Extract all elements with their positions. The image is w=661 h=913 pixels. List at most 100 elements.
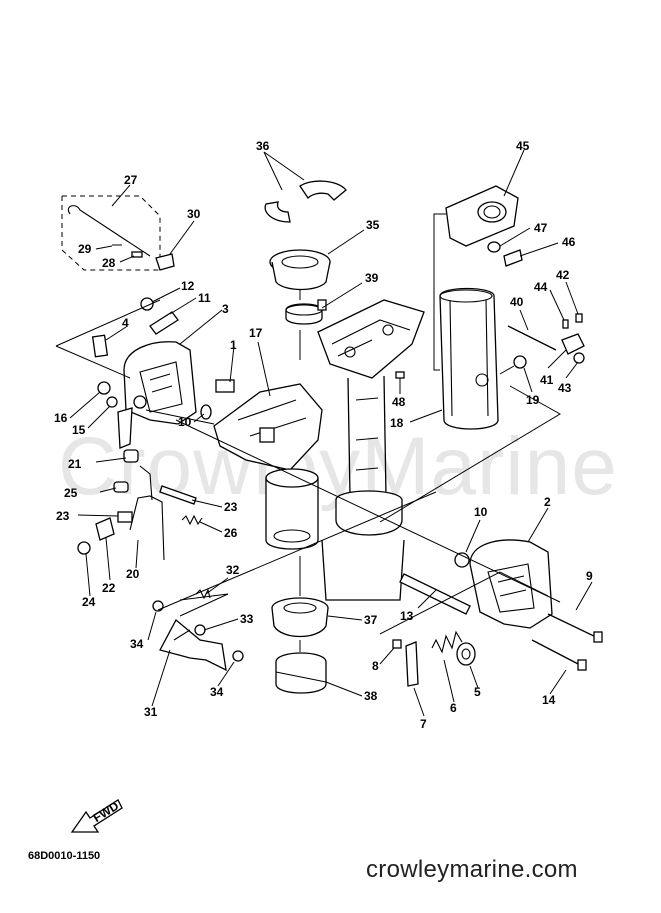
callout-9: 9 xyxy=(586,569,593,583)
part-13-tilt-shaft[interactable] xyxy=(399,573,471,615)
callout-43: 43 xyxy=(558,381,572,395)
part-20-tilt-rod[interactable] xyxy=(129,465,165,561)
part-42-bolt[interactable] xyxy=(575,313,583,323)
callout-2: 2 xyxy=(544,495,551,509)
part-4-label[interactable] xyxy=(91,334,109,358)
part-swivel-tube[interactable] xyxy=(265,468,319,550)
callout-46: 46 xyxy=(562,235,576,249)
callout-10-left: 10 xyxy=(178,415,192,429)
callout-41: 41 xyxy=(540,373,554,387)
part-38-seal[interactable] xyxy=(275,652,327,694)
callout-18: 18 xyxy=(390,416,404,430)
part-10-washer-left[interactable] xyxy=(200,404,212,420)
callout-12: 12 xyxy=(181,279,195,293)
callout-22: 22 xyxy=(102,581,116,595)
callout-47: 47 xyxy=(534,221,548,235)
callout-38: 38 xyxy=(364,689,378,703)
part-23-pin-top[interactable] xyxy=(159,485,197,505)
callout-27: 27 xyxy=(124,173,138,187)
part-44-pin[interactable] xyxy=(562,319,569,329)
callout-16: 16 xyxy=(54,411,68,425)
part-33-spring[interactable] xyxy=(194,624,206,636)
part-19-bolt[interactable] xyxy=(499,355,527,375)
callout-44: 44 xyxy=(534,280,548,294)
callout-29: 29 xyxy=(78,242,92,256)
part-27-group[interactable] xyxy=(61,195,161,271)
callout-20: 20 xyxy=(126,567,140,581)
callout-13: 13 xyxy=(400,609,414,623)
callout-24-label: 24 xyxy=(82,595,96,609)
part-8-pin[interactable] xyxy=(392,639,402,649)
callout-39: 39 xyxy=(365,271,379,285)
callout-37: 37 xyxy=(364,613,378,627)
callout-5: 5 xyxy=(474,685,481,699)
callout-labels: 36 35 39 27 30 29 28 12 11 3 4 1 17 16 1… xyxy=(54,139,593,731)
assembly-lines xyxy=(55,149,593,717)
callout-1: 1 xyxy=(230,338,237,352)
part-16-nut[interactable] xyxy=(97,381,111,395)
part-26-spring[interactable] xyxy=(181,514,203,526)
part-41-lever[interactable] xyxy=(561,333,585,355)
part-39-clamp[interactable] xyxy=(285,299,327,325)
part-24-bolt[interactable] xyxy=(77,541,91,555)
callout-15: 15 xyxy=(72,423,86,437)
callout-4: 4 xyxy=(122,316,129,330)
callout-19: 19 xyxy=(526,393,540,407)
callout-42: 42 xyxy=(556,268,570,282)
part-3-bracket[interactable] xyxy=(123,341,197,425)
callout-14: 14 xyxy=(542,693,556,707)
part-5-cap[interactable] xyxy=(456,642,476,666)
part-clamp-handle[interactable] xyxy=(117,407,133,449)
part-37-bushing[interactable] xyxy=(271,597,329,638)
callout-32: 32 xyxy=(226,563,240,577)
callout-7: 7 xyxy=(420,717,427,731)
part-9-bolt[interactable] xyxy=(547,613,603,643)
site-name: crowleymarine.com xyxy=(366,856,578,883)
part-34-bolt-lower[interactable] xyxy=(232,650,244,662)
part-48-pin[interactable] xyxy=(395,371,405,379)
part-1-label[interactable] xyxy=(215,379,235,393)
callout-30: 30 xyxy=(187,207,201,221)
callout-26: 26 xyxy=(224,526,238,540)
part-43-nut[interactable] xyxy=(573,352,585,364)
part-17-swivel-bracket[interactable] xyxy=(213,383,323,471)
part-22-holder[interactable] xyxy=(95,517,115,541)
part-23-pin-bottom[interactable] xyxy=(117,511,133,523)
callout-34-lower: 34 xyxy=(210,685,224,699)
part-40-friction-rod[interactable] xyxy=(507,325,557,351)
diagram-code: 68D0010-1150 xyxy=(28,850,101,862)
callout-34-upper: 34 xyxy=(130,637,144,651)
part-21-cap[interactable] xyxy=(123,449,139,463)
part-35-bushing[interactable] xyxy=(269,249,331,291)
callout-25: 25 xyxy=(64,486,78,500)
part-36-seal[interactable] xyxy=(264,180,347,223)
callout-6: 6 xyxy=(450,701,457,715)
callout-3: 3 xyxy=(222,302,229,316)
part-15-washer[interactable] xyxy=(106,396,118,408)
callout-31: 31 xyxy=(144,705,158,719)
part-30-nipple[interactable] xyxy=(155,253,175,271)
callout-11: 11 xyxy=(198,291,211,305)
callout-33: 33 xyxy=(240,612,254,626)
part-31-tilt-lock[interactable] xyxy=(159,618,227,672)
callout-28: 28 xyxy=(102,256,116,270)
part-10-washer-right[interactable] xyxy=(454,552,470,568)
part-upper-casing[interactable] xyxy=(317,299,425,601)
callout-21: 21 xyxy=(68,457,82,471)
part-45-top-cover[interactable] xyxy=(445,185,519,247)
part-11-plate[interactable] xyxy=(149,311,179,335)
callout-23-right: 23 xyxy=(224,500,238,514)
callout-23-left: 23 xyxy=(56,509,70,523)
part-25-spring[interactable] xyxy=(113,481,129,493)
part-46-bolt[interactable] xyxy=(503,249,523,267)
callout-10-right: 10 xyxy=(474,505,488,519)
part-2-bracket[interactable] xyxy=(469,539,553,629)
part-47-washer[interactable] xyxy=(487,241,501,253)
part-14-bolt[interactable] xyxy=(531,639,587,671)
part-18-swivel-housing[interactable] xyxy=(439,287,499,430)
part-6-spring[interactable] xyxy=(431,630,463,654)
part-7-link[interactable] xyxy=(405,641,419,687)
callout-45: 45 xyxy=(516,139,530,153)
callout-40: 40 xyxy=(510,295,524,309)
